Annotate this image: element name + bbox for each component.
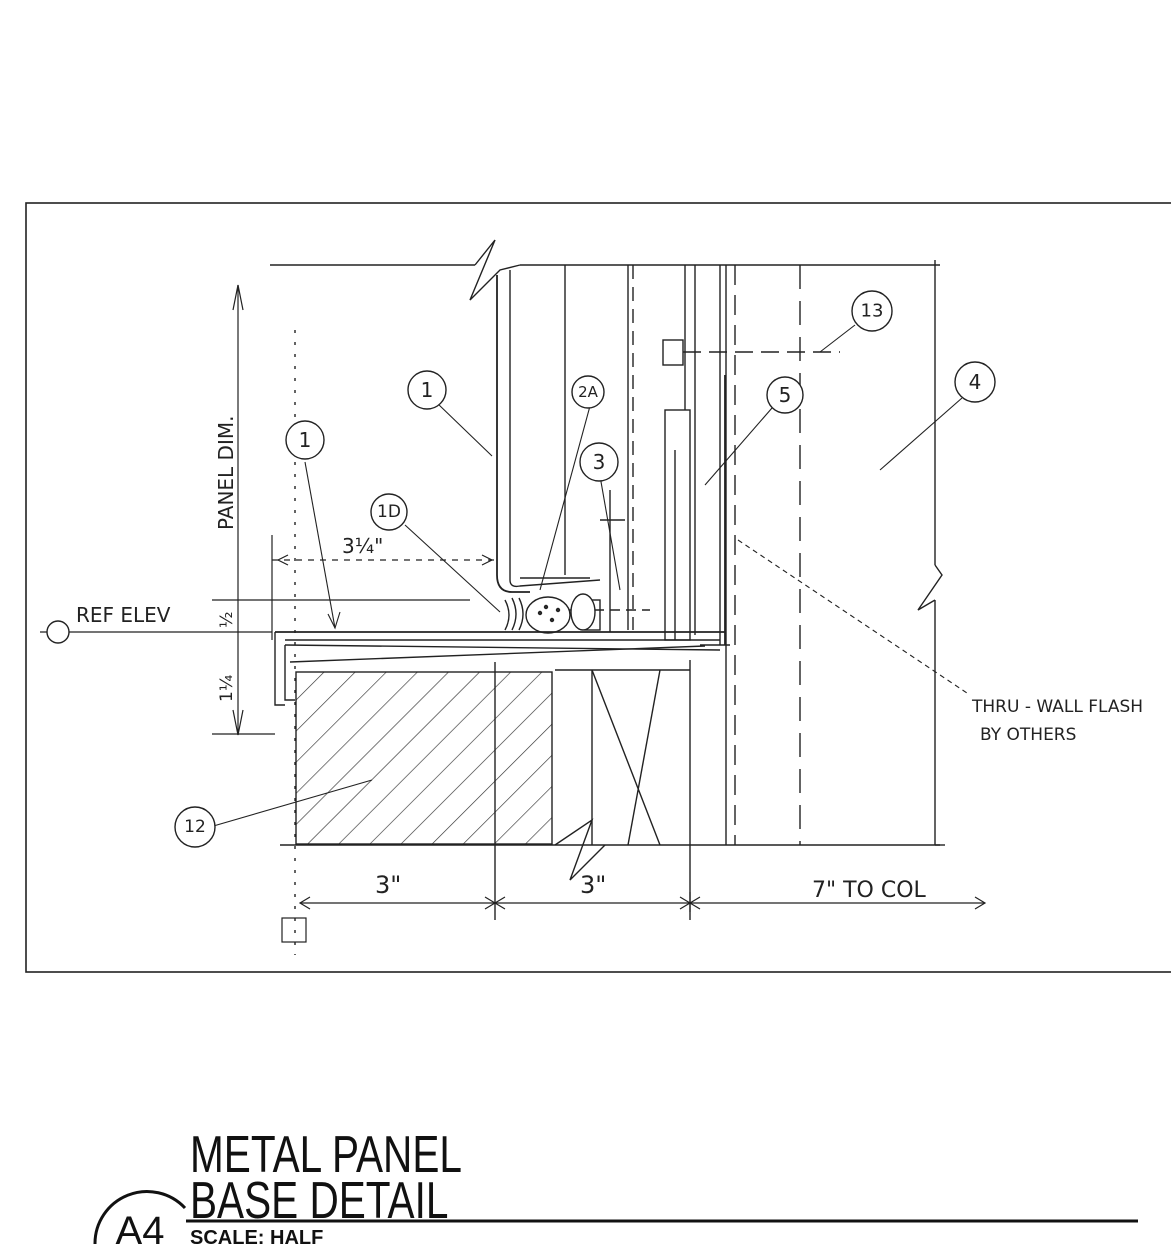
- callout-1d: [370, 493, 408, 531]
- callout-1-left-text: 1: [299, 428, 312, 452]
- panel-dim-label: PANEL DIM.: [214, 416, 238, 530]
- callout-4: [954, 361, 996, 403]
- detail-tag-circle: [93, 1190, 187, 1244]
- callout-1-left: [285, 420, 325, 460]
- callout-2a-text: 2A: [578, 383, 599, 401]
- callout-2a: [571, 375, 605, 409]
- title-line-2: BASE DETAIL: [190, 1171, 448, 1229]
- ref-elev-symbol: [46, 620, 70, 644]
- callout-bubbles: [46, 290, 996, 848]
- thru-wall-flash-label: THRU - WALL FLASH: [971, 697, 1143, 717]
- leader-lines: [209, 324, 971, 828]
- dim-1-2: ½: [217, 612, 237, 628]
- callout-1-mid: [407, 370, 447, 410]
- scale-label: SCALE: HALF: [190, 1227, 323, 1244]
- callout-13-text: 13: [861, 301, 884, 322]
- callout-5: [766, 376, 804, 414]
- callout-12: [174, 806, 216, 848]
- drawing-frame: [25, 202, 1171, 973]
- dim-3-1-4: 3¼": [342, 534, 383, 558]
- dim-3-left: 3": [375, 871, 401, 899]
- dim-1-1-4: 1¼: [217, 675, 237, 702]
- callout-3-text: 3: [593, 450, 606, 474]
- dimension-lines: [40, 284, 987, 943]
- callout-5-text: 5: [779, 383, 792, 407]
- by-others-label: BY OTHERS: [980, 725, 1076, 745]
- callout-3: [579, 442, 619, 482]
- callout-4-text: 4: [969, 370, 982, 394]
- linework: [270, 239, 945, 955]
- callout-1-mid-text: 1: [421, 378, 434, 402]
- title-line-1: METAL PANEL: [190, 1125, 462, 1183]
- detail-tag: A4: [116, 1209, 165, 1244]
- dim-3-mid: 3": [580, 871, 606, 899]
- callout-13: [851, 290, 893, 332]
- callout-12-text: 12: [184, 817, 206, 837]
- ref-elev-label: REF ELEV: [76, 603, 171, 627]
- callout-1d-text: 1D: [377, 502, 401, 522]
- dim-7-to-col: 7" TO COL: [812, 878, 927, 903]
